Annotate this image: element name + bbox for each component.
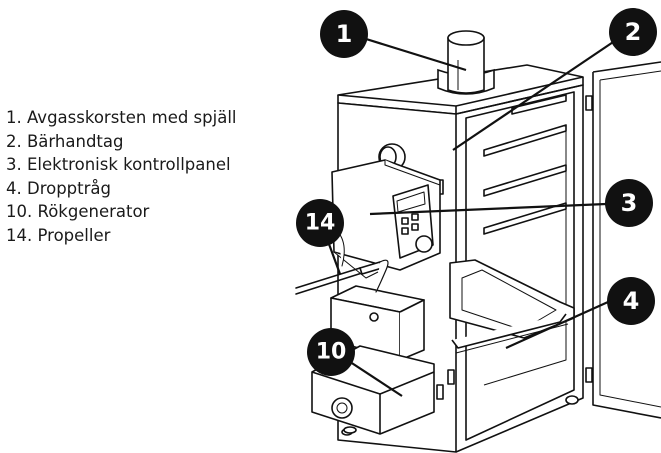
callout-1: 1 [320, 10, 368, 58]
legend-item-drip-tray: 4. Dropptråg [6, 178, 111, 198]
svg-text:2: 2 [625, 18, 642, 46]
svg-text:1: 1 [336, 20, 353, 48]
propeller-icon [295, 231, 389, 295]
legend-item-handle: 2. Bärhandtag [6, 131, 124, 151]
callout-14: 14 [296, 199, 344, 247]
svg-text:4: 4 [623, 287, 640, 315]
chimney-icon [437, 30, 495, 95]
callout-3: 3 [605, 179, 653, 227]
legend: 1. Avgasskorsten med spjäll 2. Bärhandta… [6, 106, 281, 248]
drip-tray-icon [449, 259, 575, 354]
callout-10: 10 [307, 328, 355, 376]
callout-4: 4 [607, 277, 655, 325]
legend-item-control-panel: 3. Elektronisk kontrollpanel [6, 155, 231, 175]
control-panel-icon [331, 159, 441, 279]
callout-2: 2 [609, 8, 657, 56]
cabinet-front-frame [455, 84, 584, 453]
svg-text:14: 14 [305, 211, 336, 236]
legend-item-propeller: 14. Propeller [6, 225, 111, 245]
svg-text:10: 10 [316, 340, 347, 365]
legend-item-smoke-generator: 10. Rökgenerator [6, 202, 150, 222]
leader-lines [320, 31, 629, 397]
cabinet-door [592, 61, 661, 419]
svg-text:3: 3 [621, 189, 638, 217]
legend-item-chimney: 1. Avgasskorsten med spjäll [6, 108, 237, 127]
